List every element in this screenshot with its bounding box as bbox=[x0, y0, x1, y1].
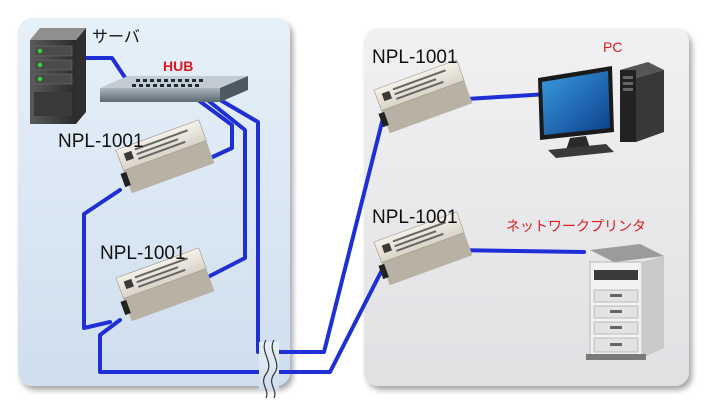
network-cables bbox=[78, 56, 586, 374]
cable-break-symbol bbox=[259, 339, 279, 399]
server-icon bbox=[30, 28, 86, 124]
server-label: サーバ bbox=[92, 29, 140, 46]
pc-label: PC bbox=[603, 39, 623, 55]
printer-label: ネットワークプリンタ bbox=[506, 218, 646, 234]
npl-label-left-top: NPL-1001 bbox=[58, 131, 144, 152]
npl-device-right-top bbox=[373, 59, 473, 134]
pc-icon bbox=[538, 62, 664, 158]
npl-device-left-top bbox=[115, 119, 215, 194]
npl-label-right-bottom: NPL-1001 bbox=[372, 207, 458, 228]
npl-label-right-top: NPL-1001 bbox=[372, 47, 458, 68]
npl-device-left-bottom bbox=[115, 247, 215, 322]
hub-label: HUB bbox=[163, 58, 194, 74]
hub-icon bbox=[100, 76, 248, 102]
npl-device-right-bottom bbox=[373, 211, 473, 286]
npl-label-left-bottom: NPL-1001 bbox=[100, 243, 186, 264]
printer-icon bbox=[586, 244, 664, 360]
